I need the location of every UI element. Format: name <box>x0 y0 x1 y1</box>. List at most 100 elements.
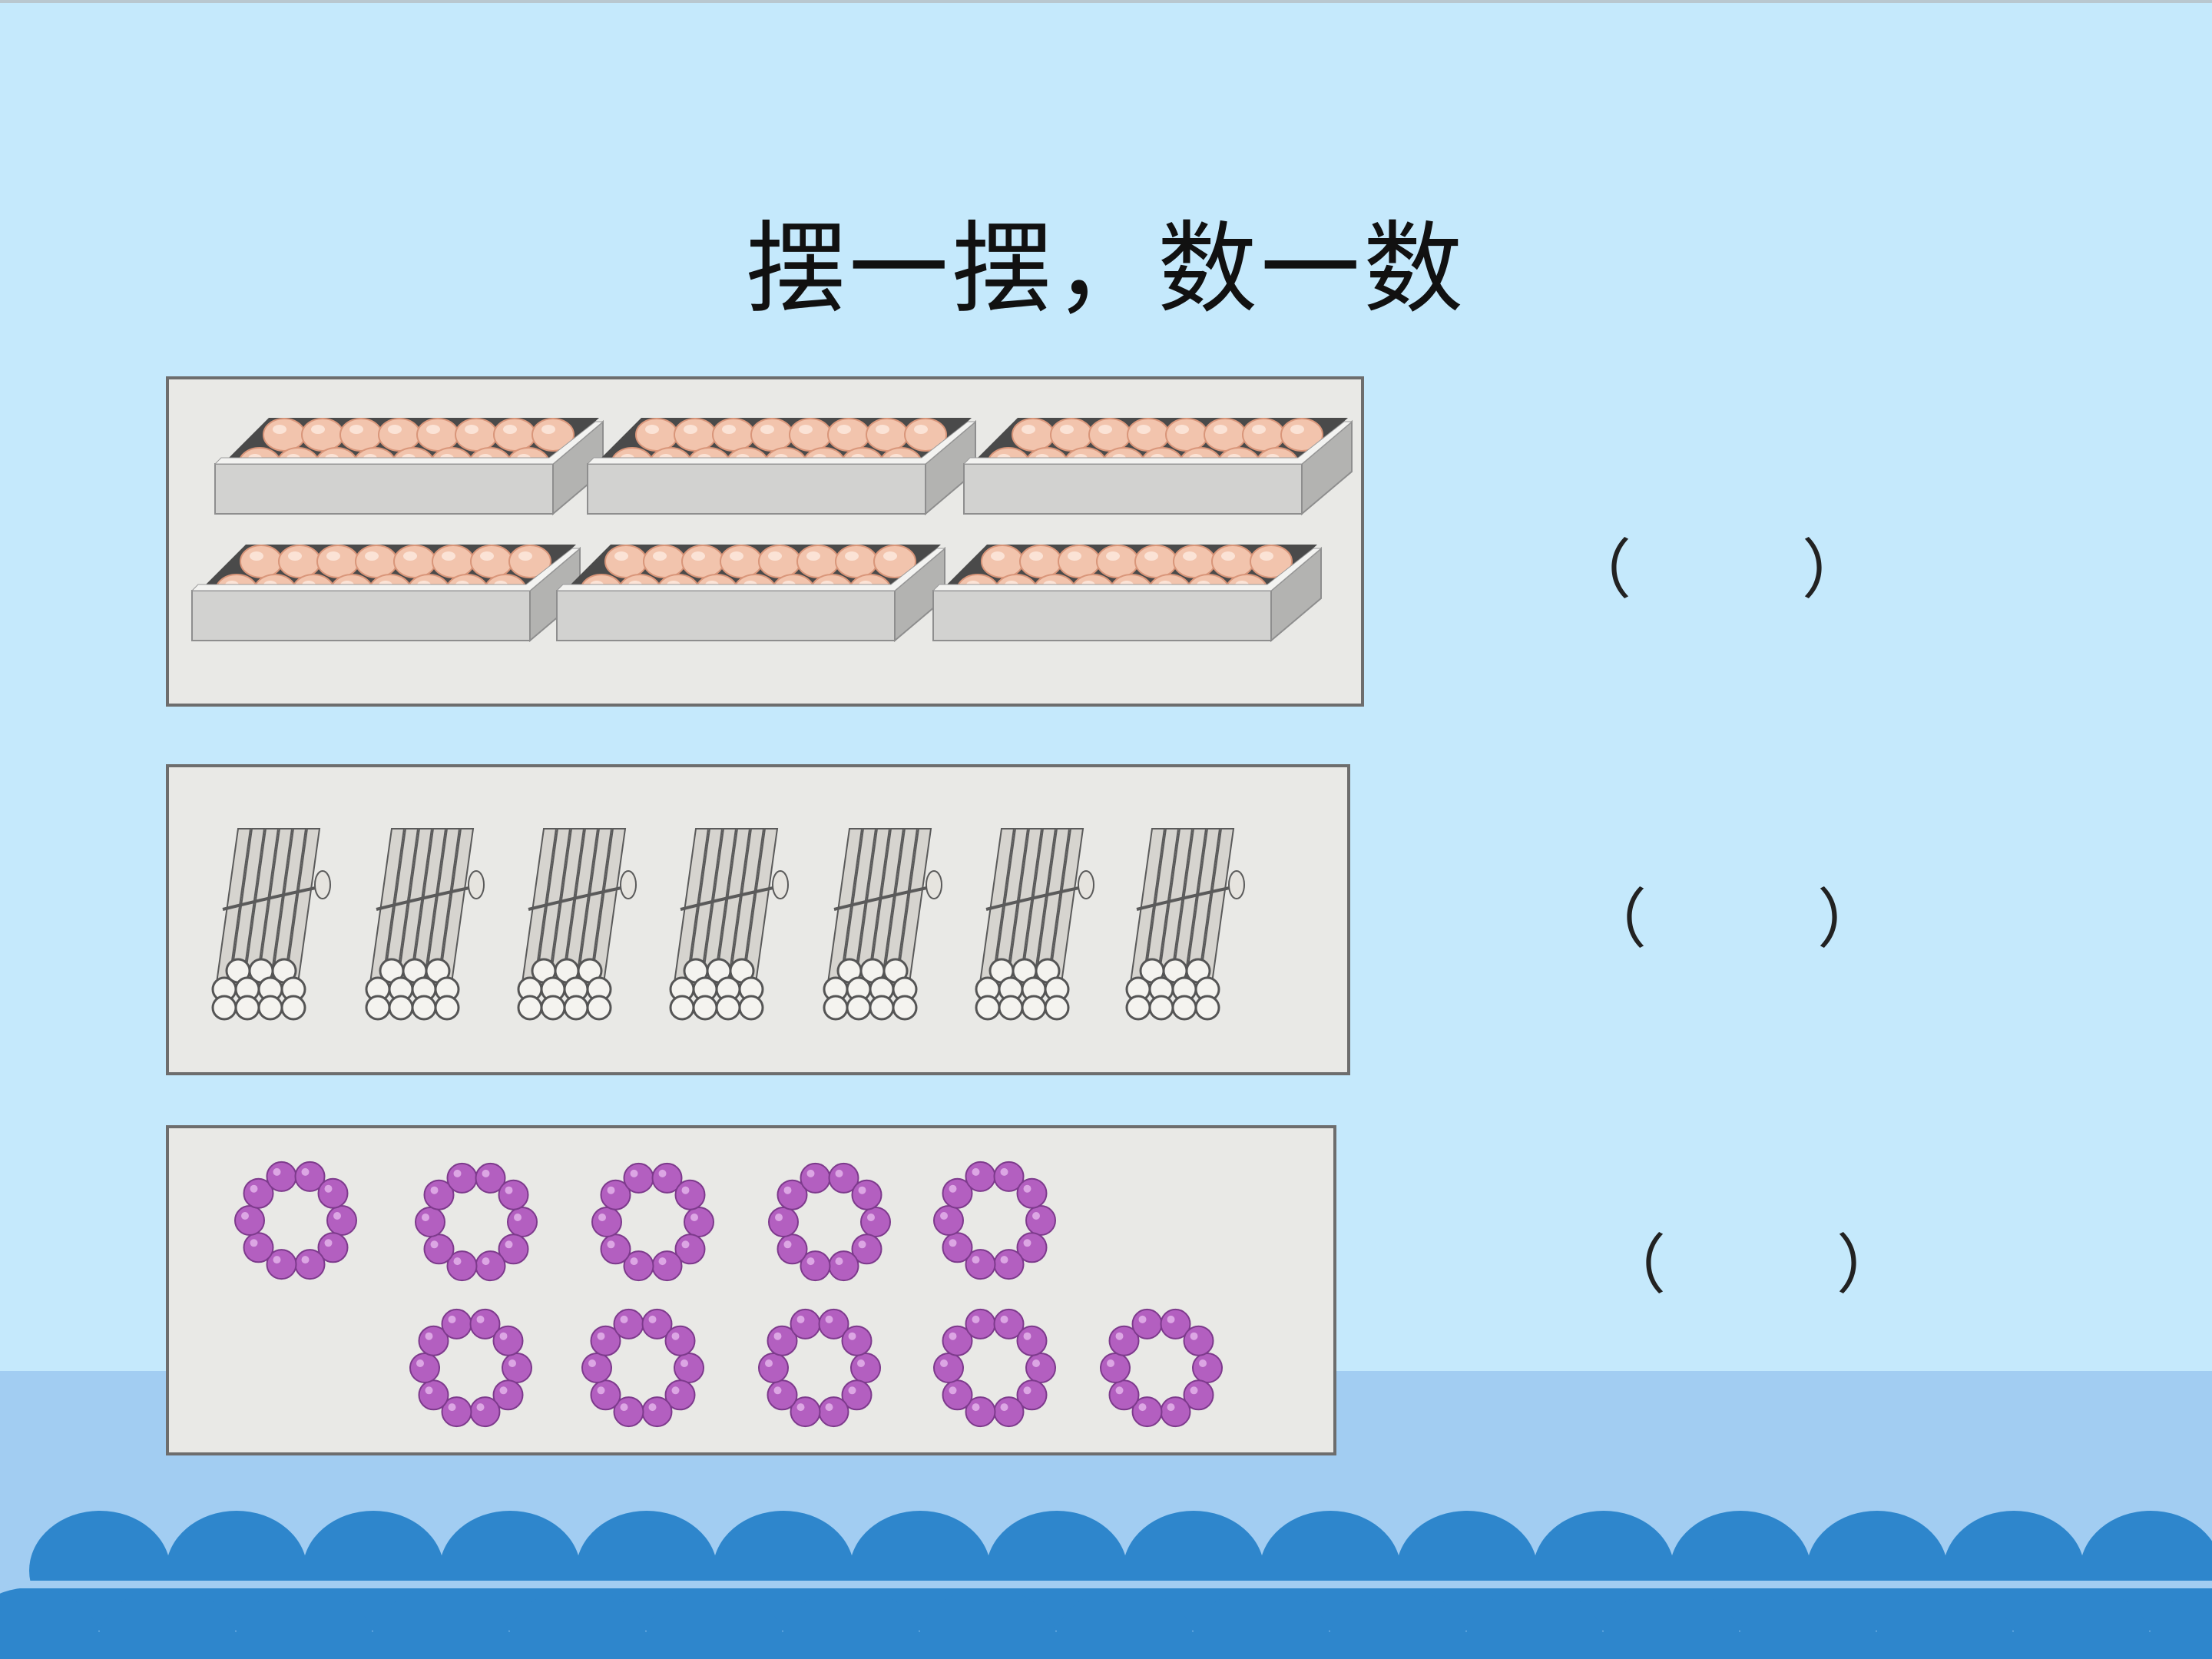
peach <box>455 418 498 452</box>
stick-bundles-panel <box>166 764 1350 1075</box>
peach <box>720 545 763 578</box>
peach <box>278 545 321 578</box>
stick-end <box>975 995 1001 1021</box>
stick-end <box>823 995 849 1021</box>
peach <box>1012 418 1055 452</box>
stick-end <box>586 995 612 1021</box>
peach <box>1211 545 1254 578</box>
bead <box>664 1325 696 1356</box>
peach <box>750 418 793 452</box>
bead <box>409 1353 440 1383</box>
stick-end <box>540 995 566 1021</box>
peach <box>301 418 344 452</box>
stick-end <box>692 995 718 1021</box>
bead <box>600 1233 631 1265</box>
peach <box>758 545 801 578</box>
bead <box>790 1308 821 1339</box>
peach <box>432 545 475 578</box>
stick-end <box>280 995 306 1021</box>
bead-ring <box>234 1161 357 1280</box>
peach <box>866 418 909 452</box>
peach <box>416 418 459 452</box>
peach <box>835 545 878 578</box>
stick-bundle <box>365 828 485 1021</box>
stick-end <box>715 995 741 1021</box>
wave-scallop <box>917 1588 1058 1659</box>
bead <box>234 1205 265 1236</box>
blank-right-paren: ） <box>1816 882 1882 957</box>
peach <box>1019 545 1062 578</box>
peach <box>1280 418 1323 452</box>
stick-end <box>998 995 1024 1021</box>
peach-tray <box>214 418 604 516</box>
stick-end <box>517 995 543 1021</box>
bead <box>758 1353 789 1383</box>
peach-trays-illustration <box>190 418 1353 643</box>
peach <box>240 545 283 578</box>
stick-bundle <box>823 828 942 1021</box>
bead <box>581 1353 612 1383</box>
bead-ring <box>1100 1308 1223 1428</box>
wave-scallop <box>780 1588 922 1659</box>
bead <box>674 1179 706 1210</box>
bead <box>423 1233 455 1265</box>
peach <box>1250 545 1293 578</box>
wave-decoration <box>0 1511 2212 1659</box>
answer-blank-sticks[interactable]: （ ） <box>1582 868 1882 957</box>
wave-scallop <box>1190 1588 1332 1659</box>
stick-end <box>869 995 895 1021</box>
peach <box>674 418 717 452</box>
bead <box>498 1179 529 1210</box>
wave-scallop <box>1874 1588 2015 1659</box>
peach <box>789 418 832 452</box>
stick-end <box>1194 995 1220 1021</box>
wave-scallop <box>1601 1588 1742 1659</box>
peach <box>263 418 306 452</box>
answer-blank-peaches[interactable]: （ ） <box>1567 518 1866 608</box>
bead <box>768 1207 799 1237</box>
wave-scallop <box>1464 1588 1605 1659</box>
blank-left-paren: （ <box>1567 532 1632 608</box>
bead-ring <box>768 1162 891 1282</box>
peach <box>796 545 839 578</box>
peach-trays-panel <box>166 376 1364 707</box>
bead <box>777 1233 808 1265</box>
peach <box>635 418 678 452</box>
bead <box>492 1325 524 1356</box>
bead-ring <box>933 1161 1056 1280</box>
bead <box>1183 1325 1214 1356</box>
bead <box>933 1353 964 1383</box>
bead <box>851 1179 882 1210</box>
bead <box>860 1207 891 1237</box>
peach <box>531 418 575 452</box>
bead <box>1016 1177 1048 1209</box>
stick-end <box>365 995 391 1021</box>
wave-scallop <box>2147 1588 2212 1659</box>
peach <box>393 545 436 578</box>
wave-scallop <box>2011 1588 2152 1659</box>
bead <box>767 1379 798 1411</box>
bead <box>674 1353 704 1383</box>
peach <box>873 545 916 578</box>
bead-ring <box>591 1162 714 1282</box>
bead <box>317 1177 349 1209</box>
peach-tray <box>962 418 1353 516</box>
stick-bundle <box>669 828 789 1021</box>
peach <box>1134 545 1177 578</box>
wave-scallop <box>370 1588 512 1659</box>
bead <box>818 1396 849 1428</box>
peach-tray <box>586 418 977 516</box>
bead <box>591 1207 622 1237</box>
bead <box>415 1207 445 1237</box>
answer-blank-beads[interactable]: （ ） <box>1601 1214 1901 1303</box>
wave-scallop <box>644 1588 785 1659</box>
bead-rings-panel <box>166 1125 1336 1455</box>
blank-left-paren: （ <box>1582 882 1647 957</box>
peach <box>904 418 947 452</box>
peach <box>712 418 755 452</box>
stick-end <box>257 995 283 1021</box>
peach <box>1058 545 1101 578</box>
bead <box>965 1308 996 1339</box>
bead-ring <box>933 1308 1056 1428</box>
bead <box>651 1250 683 1282</box>
